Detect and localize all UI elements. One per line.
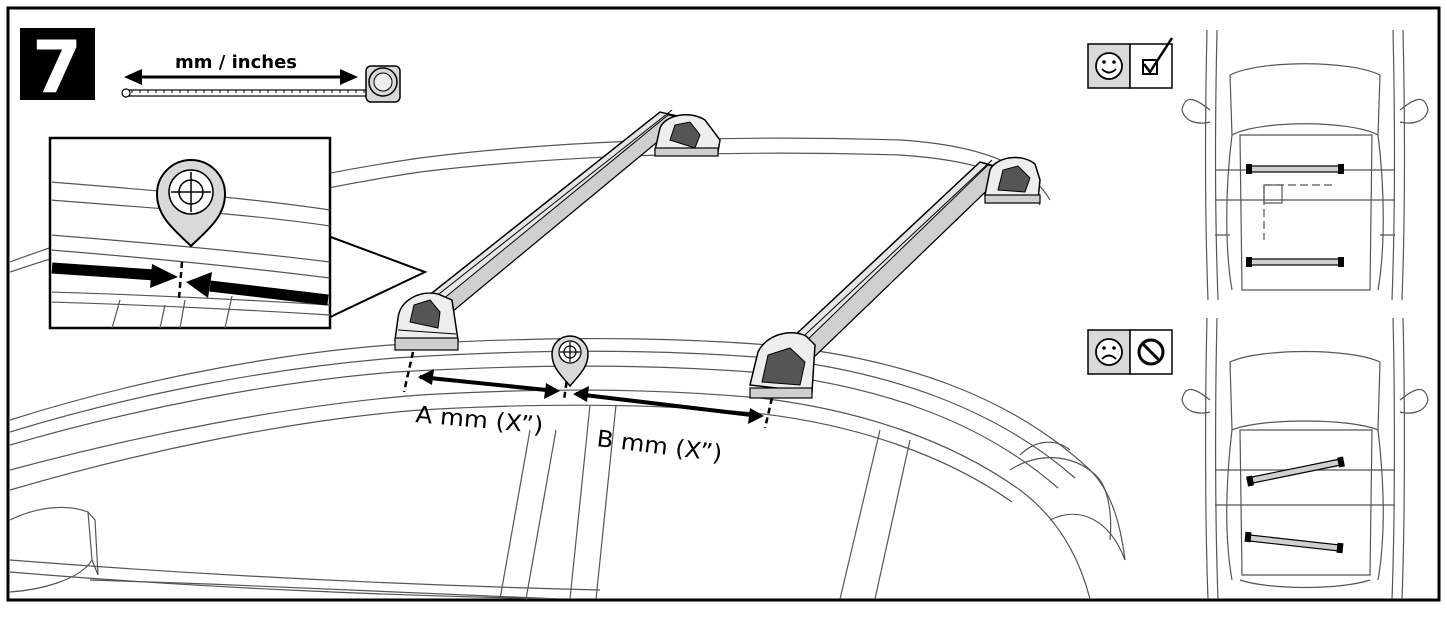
step-number: 7 (32, 25, 82, 109)
measure-unit-label: mm / inches (175, 52, 297, 73)
top-view-bars-correct (1246, 164, 1344, 267)
incorrect-indicator (1087, 329, 1173, 375)
tape-measure-icon (121, 65, 401, 103)
target-pin-icon (551, 335, 589, 388)
outer-frame (6, 6, 1441, 602)
dimension-a-arrow (402, 351, 570, 401)
inset-target-pin-icon (155, 159, 227, 248)
car-body-outline (10, 137, 1126, 599)
detail-inset (48, 136, 428, 330)
dimension-b-label: B mm (X”) (595, 426, 723, 467)
top-view-car-correct (1181, 30, 1429, 300)
prohibited-icon (1137, 338, 1165, 366)
check-box-icon (1142, 37, 1174, 75)
roof-bar-rear (749, 156, 1041, 399)
correct-indicator (1087, 37, 1174, 89)
smiley-happy-icon (1095, 52, 1123, 80)
dimension-b-arrow (573, 386, 774, 429)
dimension-a-label: A mm (X”) (414, 402, 544, 439)
top-view-bars-incorrect (1244, 456, 1345, 554)
top-view-car-incorrect (1181, 318, 1429, 599)
step-badge: 7 (20, 25, 95, 109)
roof-bar-front (394, 109, 721, 351)
smiley-sad-icon (1095, 338, 1123, 366)
